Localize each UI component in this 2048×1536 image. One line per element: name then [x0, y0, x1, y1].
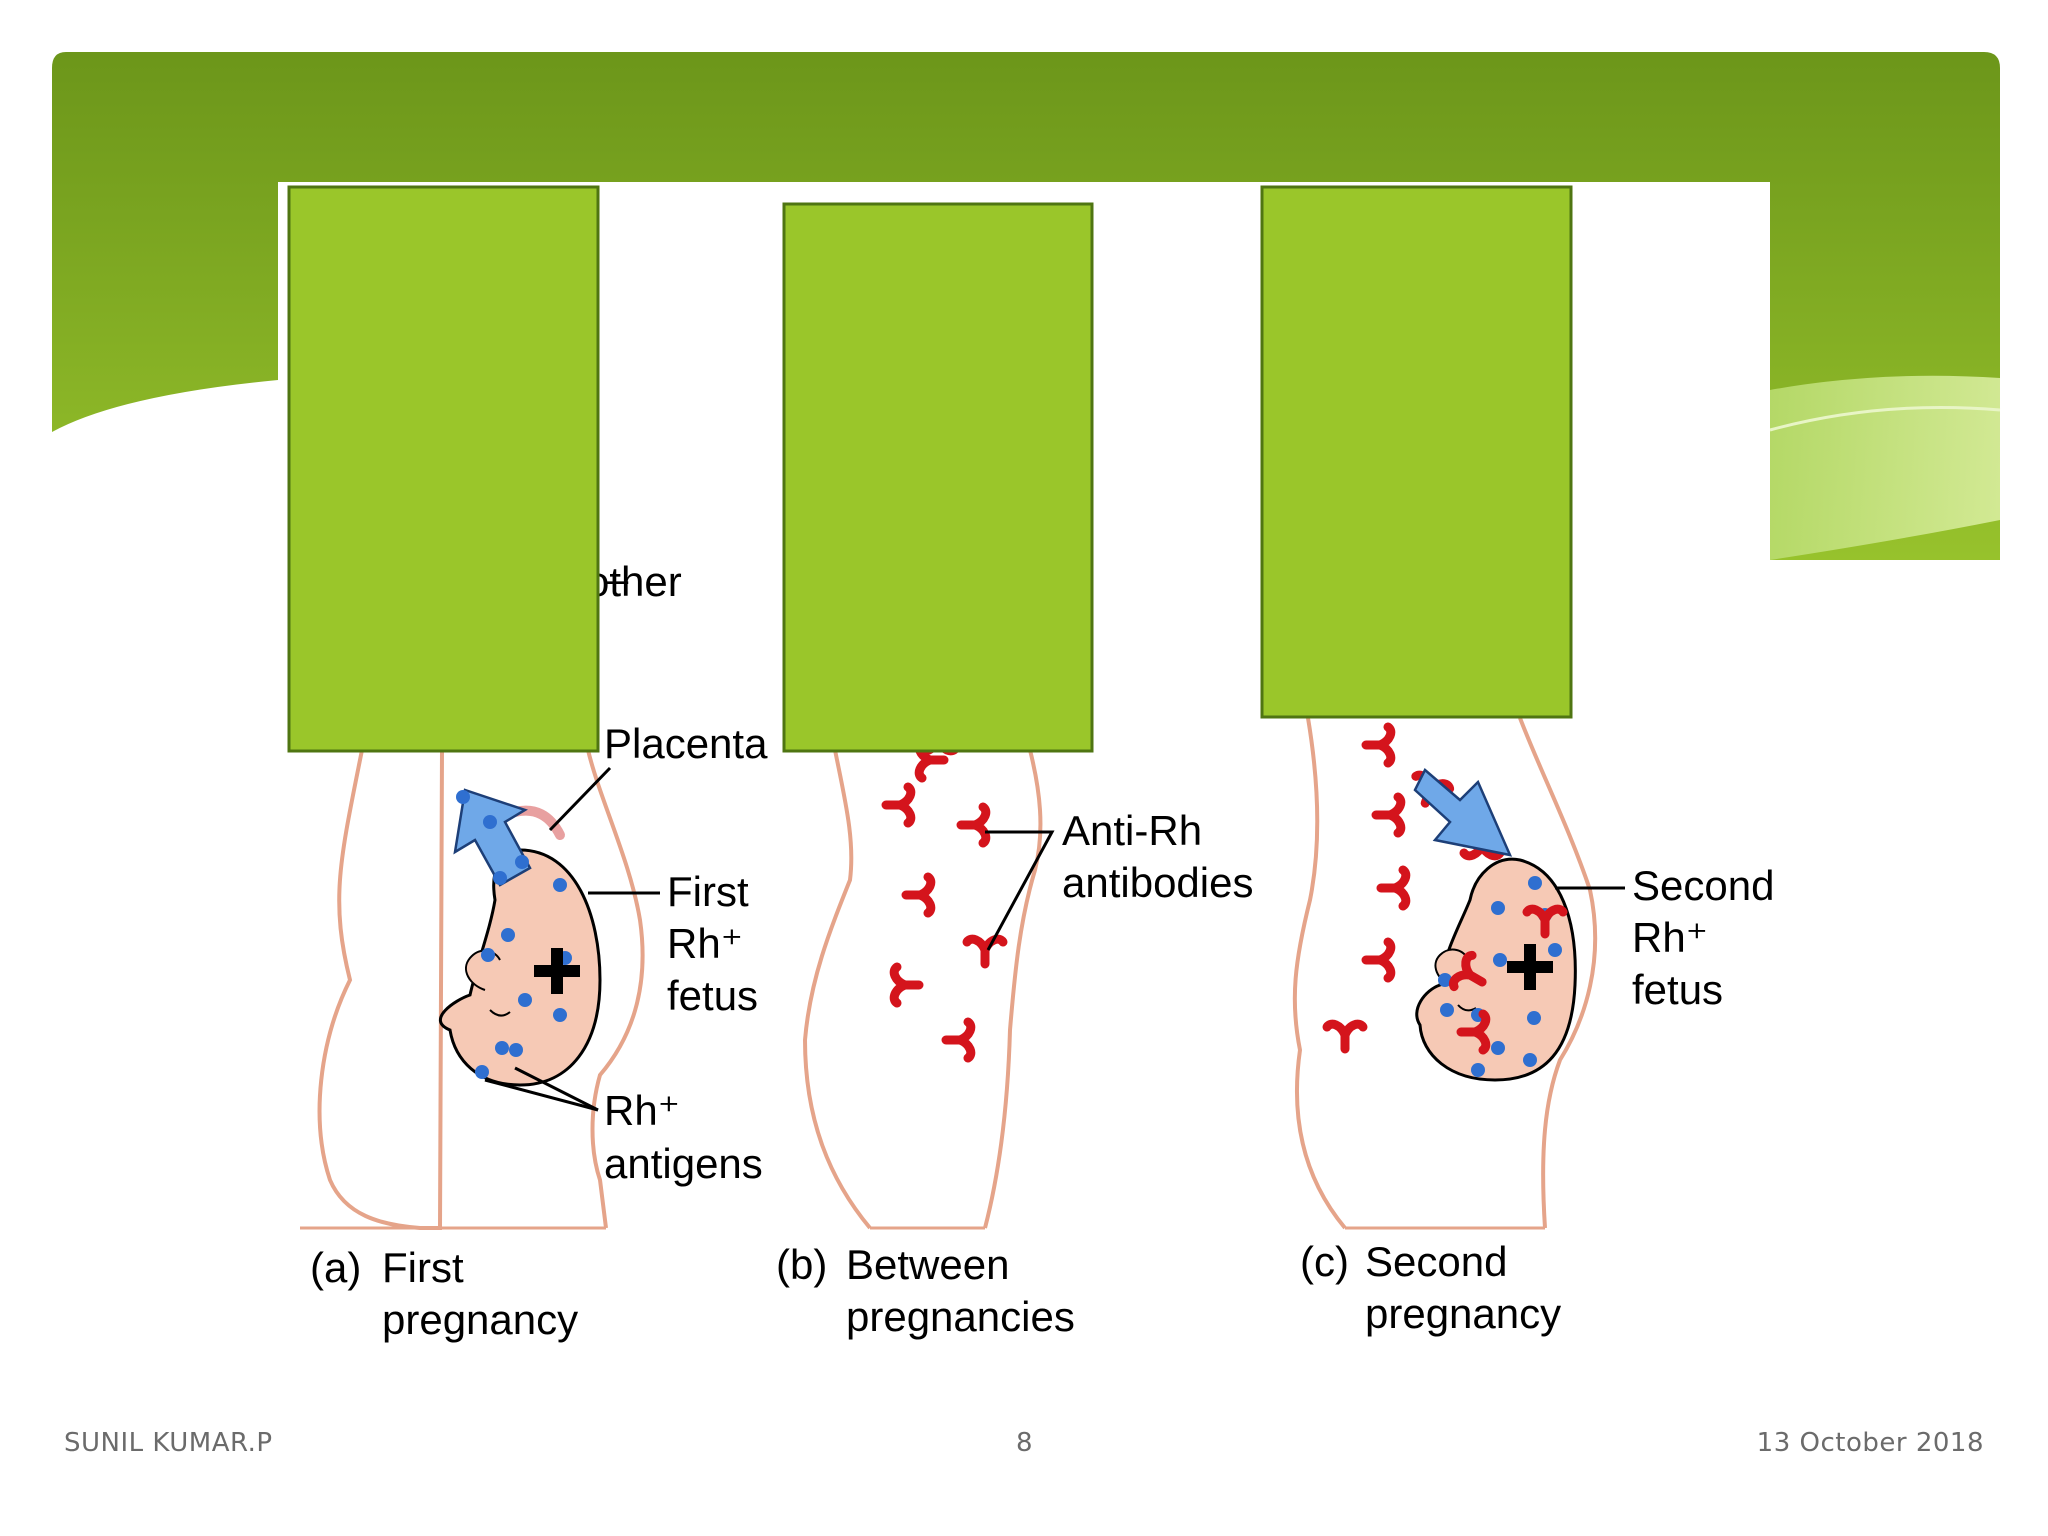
- rh-antigen-dot: [501, 928, 515, 942]
- anti-rh-antibody: [1371, 792, 1406, 838]
- rh-antigen-dot: [475, 1065, 489, 1079]
- rh-antigen-dot: [1523, 1053, 1537, 1067]
- caption-panel-c: (c) Second pregnancy: [1300, 1238, 1561, 1337]
- panel-c-plus-sign: [1507, 944, 1553, 990]
- second-fetus-label: Second Rh⁺ fetus: [1632, 862, 1786, 1013]
- rh-antigen-dot: [483, 815, 497, 829]
- rh-antigen-dot: [1527, 1011, 1541, 1025]
- overlay-box-left: [287, 185, 600, 753]
- anti-rh-antibody: [956, 802, 991, 848]
- caption-a-letter: (a): [310, 1244, 361, 1291]
- antibodies-line-1: Anti-Rh: [1062, 807, 1202, 854]
- anti-rh-antibody: [1361, 722, 1396, 768]
- rh-antigen-dot: [481, 948, 495, 962]
- second-fetus-line-1: Second: [1632, 862, 1774, 909]
- caption-c-line-2: pregnancy: [1365, 1290, 1561, 1337]
- antibodies-line-2: antibodies: [1062, 859, 1253, 906]
- antibodies-label: Anti-Rh antibodies: [1062, 807, 1253, 906]
- rh-antigen-dot: [1491, 901, 1505, 915]
- panel-a-plus-sign: [534, 948, 580, 994]
- rh-antigen-dot: [553, 1008, 567, 1022]
- rh-antigen-dot: [1491, 1041, 1505, 1055]
- overlay-box-right: [1260, 185, 1573, 719]
- second-fetus-line-2: Rh⁺: [1632, 914, 1708, 961]
- second-fetus-line-3: fetus: [1632, 966, 1723, 1013]
- first-fetus-line-2: Rh⁺: [667, 920, 743, 967]
- first-fetus-line-1: First: [667, 868, 749, 915]
- panel-a-leader-lines: [484, 766, 660, 1112]
- rh-antigen-dot: [509, 1043, 523, 1057]
- anti-rh-antibody: [941, 1017, 976, 1063]
- rh-antigen-dot: [1471, 1063, 1485, 1077]
- footer-date: 13 October 2018: [1756, 1428, 1984, 1458]
- mother-label-fragment: other: [586, 558, 682, 605]
- rh-antigen-dot: [1493, 953, 1507, 967]
- first-fetus-label: First Rh⁺ fetus: [667, 868, 760, 1019]
- panel-c-arrow: [1413, 768, 1513, 857]
- panel-b-leader-lines: [985, 830, 1055, 951]
- anti-rh-antibody: [881, 782, 916, 828]
- antigens-line-2: antigens: [604, 1140, 763, 1187]
- panel-b-body: [802, 749, 1043, 1230]
- rh-antigen-dot: [1440, 1003, 1454, 1017]
- caption-a-line-1: First: [382, 1244, 464, 1291]
- first-fetus-line-3: fetus: [667, 972, 758, 1019]
- panel-a-body: [300, 749, 645, 1230]
- rh-antigen-dot: [495, 1041, 509, 1055]
- caption-b-line-2: pregnancies: [846, 1293, 1075, 1340]
- caption-b-letter: (b): [776, 1241, 827, 1288]
- caption-a-line-2: pregnancy: [382, 1296, 578, 1343]
- rh-antigen-dot: [515, 855, 529, 869]
- rh-antigen-dot: [1548, 943, 1562, 957]
- rh-antigen-dot: [456, 790, 470, 804]
- placenta-label: Placenta: [604, 720, 768, 767]
- anti-rh-antibody: [1322, 1019, 1368, 1054]
- antigens-line-1: Rh⁺: [604, 1087, 680, 1134]
- caption-panel-b: (b) Between pregnancies: [776, 1241, 1075, 1340]
- anti-rh-antibody: [1456, 1009, 1491, 1055]
- title-banner: [52, 52, 2001, 560]
- rh-antigen-dot: [553, 878, 567, 892]
- antigens-label: Rh⁺ antigens: [604, 1087, 763, 1187]
- caption-c-letter: (c): [1300, 1238, 1349, 1285]
- rh-antigen-dot: [1528, 876, 1542, 890]
- anti-rh-antibody: [1522, 904, 1568, 939]
- panel-c-body: [1292, 717, 1598, 1230]
- panel-c-antibodies: [1322, 722, 1568, 1055]
- panel-a-antigen-dots: [456, 790, 572, 1079]
- anti-rh-antibody: [901, 872, 936, 918]
- caption-panel-a: (a) First pregnancy: [310, 1244, 578, 1343]
- footer-page-number: 8: [1016, 1428, 1034, 1458]
- anti-rh-antibody: [889, 962, 924, 1008]
- caption-b-line-1: Between: [846, 1241, 1009, 1288]
- overlay-box-middle: [782, 202, 1094, 753]
- rh-antigen-dot: [518, 993, 532, 1007]
- caption-c-line-1: Second: [1365, 1238, 1507, 1285]
- footer-author: SUNIL KUMAR.P: [64, 1428, 273, 1458]
- anti-rh-antibody: [1448, 950, 1487, 992]
- anti-rh-antibody: [1361, 937, 1396, 983]
- rh-antigen-dot: [493, 871, 507, 885]
- rh-antigen-dot: [1438, 973, 1452, 987]
- mother-rh-fragment: –: [606, 558, 629, 602]
- anti-rh-antibody: [1376, 865, 1411, 911]
